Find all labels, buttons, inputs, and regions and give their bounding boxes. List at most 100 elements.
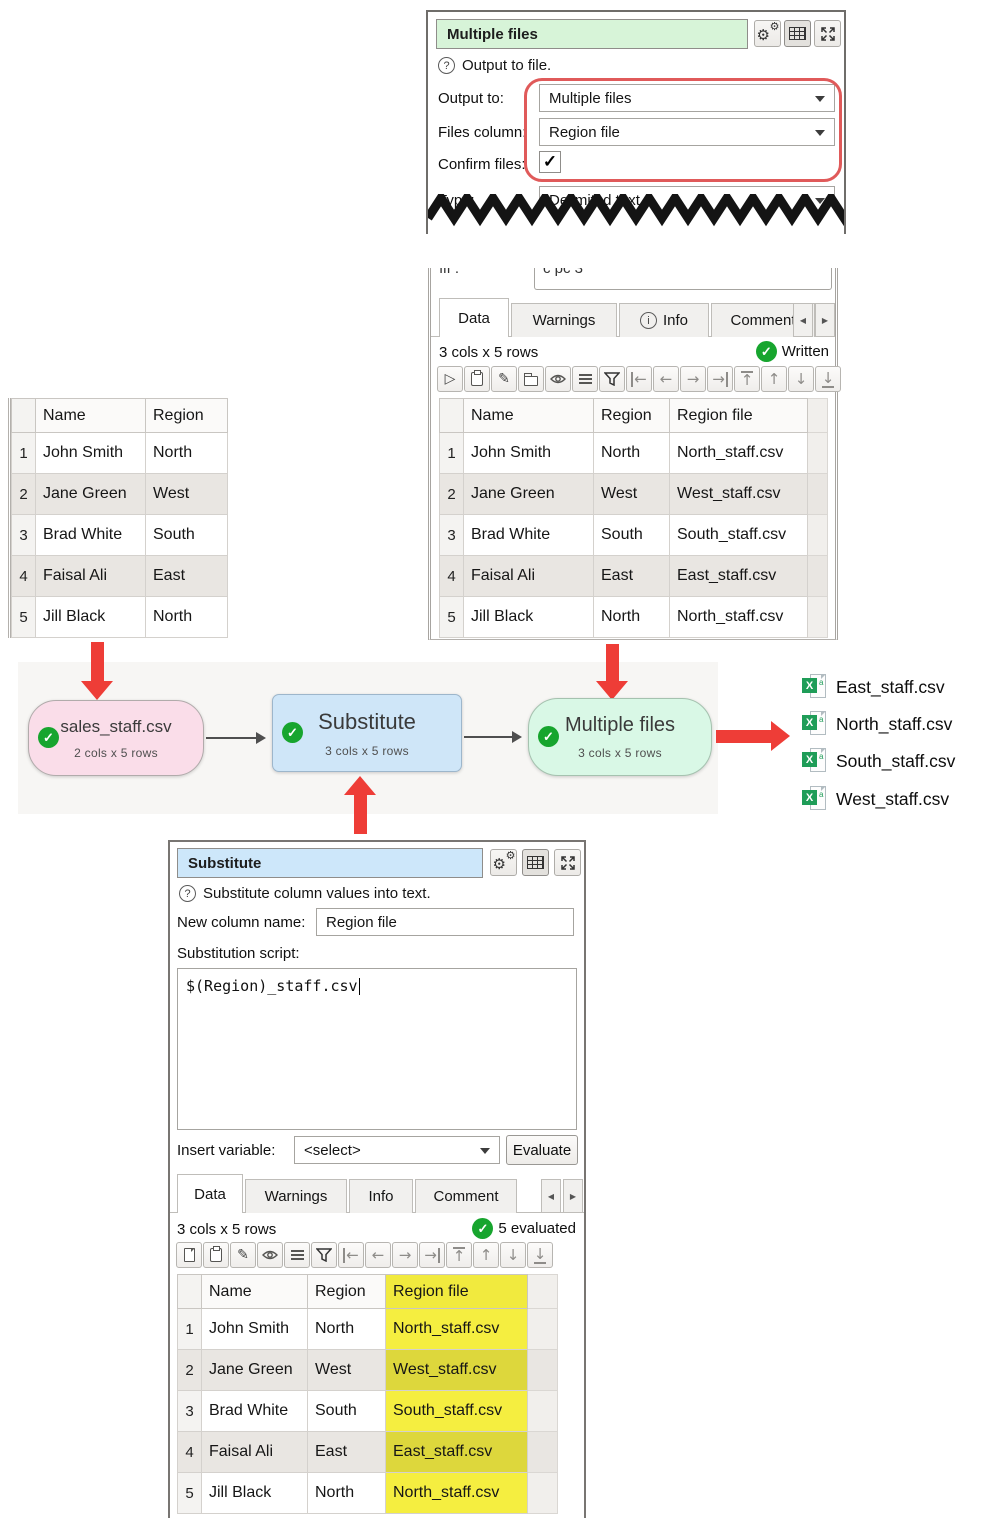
tab-warnings[interactable]: Warnings <box>511 303 617 337</box>
substitute-settings-panel: Substitute ⚙⚙ ? Substitute column values… <box>168 840 586 1518</box>
sort-button[interactable] <box>284 1242 310 1268</box>
go-left-button[interactable]: ← <box>365 1242 391 1268</box>
chevron-down-icon <box>815 198 825 204</box>
table-row: 2 Jane Green West West_staff.csv <box>439 473 828 515</box>
cell-name: Faisal Ali <box>463 555 594 597</box>
node-transform-substitute[interactable]: ✓ Substitute 3 cols x 5 rows <box>272 694 462 772</box>
cell-region: East <box>593 555 670 597</box>
clipboard-icon <box>210 1246 222 1262</box>
node-input-sales-staff[interactable]: ✓ sales_staff.csv 2 cols x 5 rows <box>28 700 204 776</box>
filler-cell <box>807 555 828 597</box>
row-number: 4 <box>177 1431 202 1473</box>
tab-warnings[interactable]: Warnings <box>245 1179 347 1213</box>
settings-gear-button[interactable]: ⚙⚙ <box>490 849 517 876</box>
preview-button[interactable] <box>257 1242 283 1268</box>
corner-header <box>11 398 36 433</box>
tab-info[interactable]: i Info <box>619 303 709 337</box>
filler-header <box>807 398 828 433</box>
substitution-script-textarea[interactable]: $(Region)_staff.csv <box>177 968 577 1130</box>
go-right-button[interactable]: → <box>680 366 706 392</box>
evaluate-button[interactable]: Evaluate <box>506 1135 578 1165</box>
go-bottom-button[interactable]: ↓ <box>527 1242 553 1268</box>
go-first-col-button[interactable]: ← <box>626 366 652 392</box>
tab-scroll-right-button[interactable]: ▶ <box>563 1179 583 1213</box>
expand-button[interactable] <box>814 20 841 47</box>
filler-cell <box>527 1308 558 1350</box>
new-file-button[interactable] <box>176 1242 202 1268</box>
edit-button[interactable]: ✎ <box>230 1242 256 1268</box>
row-number: 4 <box>439 555 464 597</box>
panel-help-row: ? Substitute column values into text. <box>179 885 431 902</box>
go-up-button[interactable]: ↑ <box>761 366 787 392</box>
filter-button[interactable] <box>311 1242 337 1268</box>
open-folder-button[interactable] <box>518 366 544 392</box>
row-number: 3 <box>177 1390 202 1432</box>
insert-variable-dropdown[interactable]: <select> <box>294 1136 500 1164</box>
cell-name: Jane Green <box>35 473 146 515</box>
go-down-button[interactable]: ↓ <box>788 366 814 392</box>
copy-button[interactable] <box>464 366 490 392</box>
table-row: 3 Brad White South <box>11 514 228 556</box>
cell-name: Faisal Ali <box>201 1431 308 1473</box>
tab-scroll-left-button[interactable]: ◀ <box>793 303 813 337</box>
edit-button[interactable]: ✎ <box>491 366 517 392</box>
table-view-button[interactable] <box>784 20 811 47</box>
go-down-button[interactable]: ↓ <box>500 1242 526 1268</box>
panel-title-substitute: Substitute <box>177 848 483 878</box>
filler-cell <box>527 1472 558 1514</box>
tab-comment[interactable]: Comment <box>415 1179 517 1213</box>
tab-scroll-left-button[interactable]: ◀ <box>541 1179 561 1213</box>
panel-help-row: ? Output to file. <box>438 57 551 74</box>
expand-icon <box>560 855 575 870</box>
eye-icon <box>550 374 566 384</box>
node-output-multiple-files[interactable]: ✓ Multiple files 3 cols x 5 rows <box>528 698 712 776</box>
go-bottom-button[interactable]: ↓ <box>815 366 841 392</box>
cell-region: North <box>307 1472 386 1514</box>
copy-button[interactable] <box>203 1242 229 1268</box>
cell-name: Jane Green <box>463 473 594 515</box>
run-button[interactable]: ▷ <box>437 366 463 392</box>
new-page-icon <box>183 1248 195 1262</box>
row-number: 5 <box>177 1472 202 1514</box>
funnel-icon <box>604 372 620 386</box>
cell-region: North <box>307 1308 386 1350</box>
tab-scroll-right-button[interactable]: ▶ <box>815 303 835 337</box>
sort-button[interactable] <box>572 366 598 392</box>
filter-button[interactable] <box>599 366 625 392</box>
go-top-button[interactable]: ↑ <box>446 1242 472 1268</box>
row-number: 4 <box>11 555 36 597</box>
settings-gear-button[interactable]: ⚙⚙ <box>754 20 781 47</box>
output-to-value: Multiple files <box>549 89 632 107</box>
go-up-button[interactable]: ↑ <box>473 1242 499 1268</box>
filler-cell <box>807 432 828 474</box>
go-last-col-button[interactable]: → <box>419 1242 445 1268</box>
go-top-button[interactable]: ↑ <box>734 366 760 392</box>
output-file-name: South_staff.csv <box>836 750 956 771</box>
panel-title-multiple-files: Multiple files <box>436 19 748 49</box>
node-title: Substitute <box>318 708 416 734</box>
cell-region: West <box>145 473 228 515</box>
confirm-files-checkbox[interactable]: ✓ <box>539 151 561 173</box>
go-last-col-button[interactable]: → <box>707 366 733 392</box>
table-view-button[interactable] <box>522 849 549 876</box>
tab-data[interactable]: Data <box>439 298 509 337</box>
tab-info[interactable]: Info <box>349 1179 413 1213</box>
col-header-region-file: Region file <box>385 1274 528 1309</box>
files-column-dropdown[interactable]: Region file <box>539 118 835 146</box>
preview-button[interactable] <box>545 366 571 392</box>
filler-cell <box>807 596 828 638</box>
output-to-dropdown[interactable]: Multiple files <box>539 84 835 112</box>
help-icon[interactable]: ? <box>438 57 455 74</box>
table-row: 5 Jill Black North North_staff.csv <box>439 596 828 638</box>
go-first-col-button[interactable]: ← <box>338 1242 364 1268</box>
folder-icon <box>524 372 538 386</box>
written-table: Name Region Region file 1 John Smith Nor… <box>439 398 828 638</box>
go-right-button[interactable]: → <box>392 1242 418 1268</box>
expand-button[interactable] <box>554 849 581 876</box>
tab-data[interactable]: Data <box>177 1174 243 1213</box>
help-icon[interactable]: ? <box>179 885 196 902</box>
go-left-button[interactable]: ← <box>653 366 679 392</box>
new-column-name-input[interactable]: Region file <box>316 908 574 936</box>
